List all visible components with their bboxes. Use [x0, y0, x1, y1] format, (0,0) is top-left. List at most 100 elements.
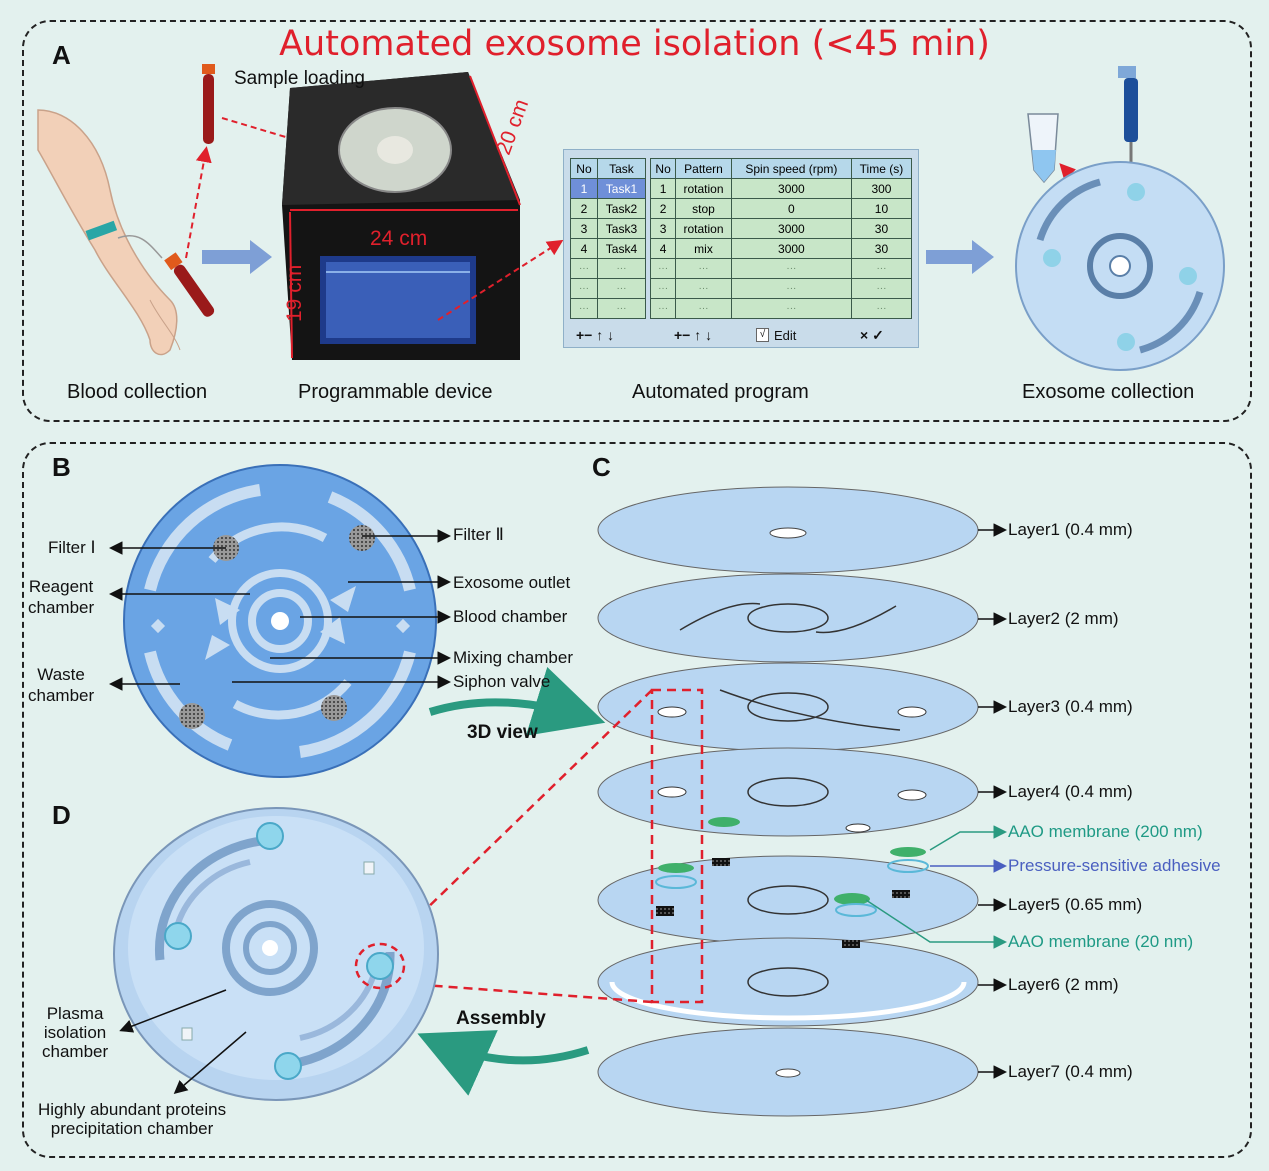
- step-row[interactable]: ············: [649, 298, 913, 319]
- task-header-0: No: [570, 158, 598, 179]
- task-header-1: Task: [596, 158, 647, 179]
- step-cell[interactable]: 30: [850, 218, 913, 239]
- sample-loading-label: Sample loading: [234, 68, 365, 89]
- exosome-outlet-label: Exosome outlet: [453, 573, 571, 592]
- step-cell[interactable]: 1: [649, 178, 677, 199]
- caption-blood-collection: Blood collection: [67, 381, 208, 403]
- eppendorf-tube: [1027, 113, 1059, 184]
- step-cell[interactable]: 30: [850, 238, 913, 259]
- step-row[interactable]: ············: [649, 258, 913, 279]
- step-toolbar[interactable]: +− ↑ ↓: [674, 327, 713, 343]
- mixing-chamber-label: Mixing chamber: [453, 648, 573, 667]
- step-cell[interactable]: 3000: [730, 178, 852, 199]
- layer-7-label: Layer7 (0.4 mm): [1008, 1062, 1133, 1081]
- layer-3-label: Layer3 (0.4 mm): [1008, 697, 1133, 716]
- chip-top-view: [123, 464, 437, 778]
- blood-tube-top: [202, 64, 215, 144]
- siphon-valve-label: Siphon valve: [453, 672, 551, 691]
- step-cell[interactable]: rotation: [675, 218, 732, 239]
- edit-checkbox[interactable]: √: [756, 328, 769, 342]
- 3d-view-label: 3D view: [467, 722, 538, 743]
- task-cell[interactable]: 3: [570, 218, 598, 239]
- reagent-chamber-label: Reagent chamber: [28, 577, 95, 617]
- step-cell[interactable]: ···: [649, 298, 677, 319]
- panel-label-a: A: [52, 40, 71, 70]
- step-header-3: Time (s): [850, 158, 913, 179]
- caption-programmable-device: Programmable device: [298, 381, 493, 403]
- filter-1-label: Filter Ⅰ: [48, 538, 96, 557]
- aao-20-label: AAO membrane (20 nm): [1008, 932, 1194, 951]
- programmable-device: [282, 72, 520, 360]
- step-cell[interactable]: 0: [730, 198, 852, 219]
- layer-1-label: Layer1 (0.4 mm): [1008, 520, 1133, 539]
- panel-bcd-frame: [22, 442, 1252, 1158]
- task-cell[interactable]: ···: [570, 298, 598, 319]
- step-cell[interactable]: ···: [850, 298, 913, 319]
- figure-title: Automated exosome isolation (<45 min): [279, 24, 990, 64]
- step-cell[interactable]: ···: [850, 278, 913, 299]
- proteins-chamber-label: Highly abundant proteins precipitation c…: [38, 1100, 227, 1138]
- step-cell[interactable]: mix: [675, 238, 732, 259]
- task-row[interactable]: ······: [570, 258, 647, 279]
- blood-tube-hand: [164, 252, 215, 317]
- task-cell[interactable]: 1: [570, 178, 598, 199]
- task-toolbar[interactable]: +− ↑ ↓: [576, 327, 615, 343]
- layer-5-label: Layer5 (0.65 mm): [1008, 895, 1143, 914]
- step-cell[interactable]: ···: [730, 258, 852, 279]
- step-cell[interactable]: ···: [730, 278, 852, 299]
- task-cell[interactable]: Task3: [596, 218, 647, 239]
- panel-label-c: C: [592, 452, 611, 482]
- task-cell[interactable]: Task4: [596, 238, 647, 259]
- step-cell[interactable]: ···: [730, 298, 852, 319]
- step-cell[interactable]: 10: [850, 198, 913, 219]
- step-cell[interactable]: 3000: [730, 218, 852, 239]
- caption-automated-program: Automated program: [632, 381, 809, 403]
- psa-label: Pressure-sensitive adhesive: [1008, 856, 1221, 875]
- step-cell[interactable]: 2: [649, 198, 677, 219]
- task-cell[interactable]: ···: [570, 258, 598, 279]
- step-cell[interactable]: rotation: [675, 178, 732, 199]
- layer-4-label: Layer4 (0.4 mm): [1008, 782, 1133, 801]
- panel-label-d: D: [52, 800, 71, 830]
- blood-chamber-label: Blood chamber: [453, 607, 568, 626]
- aao-200-label: AAO membrane (200 nm): [1008, 822, 1203, 841]
- panel-a-frame: [22, 20, 1252, 422]
- step-header-0: No: [649, 158, 677, 179]
- task-cell[interactable]: Task2: [596, 198, 647, 219]
- step-header-1: Pattern: [675, 158, 732, 179]
- layer-2-label: Layer2 (2 mm): [1008, 609, 1119, 628]
- task-row[interactable]: ······: [570, 278, 647, 299]
- dim-width-label: 24 cm: [370, 227, 428, 250]
- task-cell[interactable]: ···: [596, 258, 647, 279]
- step-cell[interactable]: 300: [850, 178, 913, 199]
- step-cell[interactable]: 3: [649, 218, 677, 239]
- assembly-label: Assembly: [456, 1008, 546, 1029]
- step-cell[interactable]: ···: [675, 258, 732, 279]
- task-cell[interactable]: ···: [596, 298, 647, 319]
- step-cell[interactable]: ···: [675, 298, 732, 319]
- waste-chamber-label: Waste chamber: [28, 665, 95, 705]
- exosome-disc: [1015, 161, 1225, 371]
- plasma-chamber-label: Plasma isolation chamber: [42, 1004, 109, 1061]
- caption-exosome-collection: Exosome collection: [1022, 381, 1195, 403]
- confirm-toolbar[interactable]: × ✓: [860, 327, 884, 343]
- task-row[interactable]: ······: [570, 298, 647, 319]
- layer-stack: [597, 486, 979, 1117]
- edit-label: Edit: [774, 328, 797, 343]
- assembled-chip: [113, 807, 439, 1101]
